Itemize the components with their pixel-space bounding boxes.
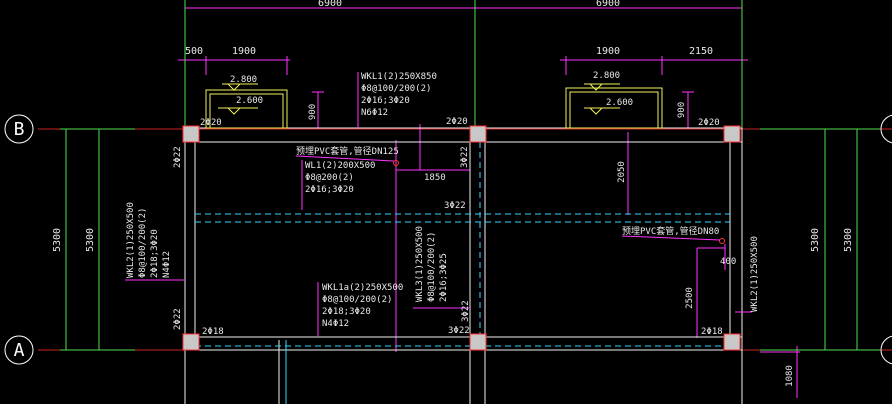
rebar-a-left: 2Φ18 bbox=[202, 327, 224, 337]
opening-right-bottom-elev: 2.600 bbox=[606, 98, 633, 108]
dim-left-outer: 5300 bbox=[52, 228, 63, 252]
beam-label-line: WKL1(2)250X850 bbox=[361, 72, 437, 82]
column-b2[interactable] bbox=[469, 125, 487, 143]
dim-left-a: 500 bbox=[185, 46, 203, 57]
hidden-beams bbox=[195, 142, 730, 347]
label-wkl2-right[interactable]: WKL2(1)250X500 bbox=[735, 236, 760, 313]
beam-label-line: WL1(2)200X500 bbox=[305, 161, 375, 171]
beam-label-line: WKL2(1)250X500 bbox=[750, 236, 760, 312]
dim-right-outer: 5300 bbox=[843, 228, 854, 252]
dim-right-b: 2150 bbox=[689, 46, 713, 57]
rebar-a-mid2: 3Φ22 bbox=[461, 300, 471, 322]
top-dimensions bbox=[178, 0, 800, 398]
opening-left[interactable] bbox=[205, 83, 288, 129]
label-wkl1-top[interactable]: WKL1(2)250X850 Φ8@100/200(2) 2Φ16;3Φ20 N… bbox=[357, 72, 437, 128]
column-a3[interactable] bbox=[723, 333, 741, 351]
opening-right[interactable] bbox=[565, 83, 663, 129]
rebar-left-col-top: 2Φ22 bbox=[173, 146, 183, 168]
dim-right-inner: 5300 bbox=[810, 228, 821, 252]
opening-left-top-elev: 2.800 bbox=[230, 75, 257, 85]
label-wkl1a[interactable]: WKL1a(2)250X500 Φ8@100/200(2) 2Φ18;3Φ20 … bbox=[317, 282, 403, 336]
beam-label-line: 2Φ18;3Φ20 bbox=[150, 229, 160, 278]
beam-label-line: WKL1a(2)250X500 bbox=[322, 283, 403, 293]
dim-span-left: 6900 bbox=[318, 0, 342, 9]
side-dimension-lines bbox=[60, 0, 880, 351]
axis-bubble-a[interactable]: A bbox=[4, 335, 34, 365]
beam-label-line: Φ8@100/200(2) bbox=[361, 84, 431, 94]
beam-label-line: 2Φ18;3Φ20 bbox=[322, 307, 371, 317]
rebar-left-col-bottom: 2Φ22 bbox=[173, 308, 183, 330]
label-wkl3[interactable]: WKL3(1)250X500 Φ8@100/200(2) 2Φ16;3Φ25 bbox=[413, 226, 470, 309]
beam-label-line: WKL2(1)250X500 bbox=[126, 202, 136, 278]
column-b1[interactable] bbox=[182, 125, 200, 143]
rebar-a-mid: 3Φ22 bbox=[448, 326, 470, 336]
dim-1080: 1080 bbox=[785, 365, 795, 387]
opening-right-top-elev: 2.800 bbox=[593, 71, 620, 81]
beam-label-line: Φ8@100/200(2) bbox=[322, 295, 392, 305]
rebar-b-right: 2Φ20 bbox=[698, 118, 720, 128]
column-a2[interactable] bbox=[469, 333, 487, 351]
rebar-mid-beam: 3Φ22 bbox=[444, 201, 466, 211]
opening-left-height: 900 bbox=[308, 104, 318, 120]
rebar-a-right: 2Φ18 bbox=[701, 327, 723, 337]
dim-2500: 2500 bbox=[685, 287, 695, 309]
dim-400: 400 bbox=[720, 257, 736, 267]
beam-label-line: Φ8@100/200(2) bbox=[427, 232, 437, 302]
rebar-b-mid: 2Φ20 bbox=[446, 117, 468, 127]
beam-label-line: N4Φ12 bbox=[162, 251, 172, 278]
dim-span-right: 6900 bbox=[596, 0, 620, 9]
beam-label-line: Φ8@200(2) bbox=[305, 173, 354, 183]
axis-bubble-b-right bbox=[880, 114, 892, 144]
pipe-note-right-text: 预埋PVC套管,管径DN80 bbox=[622, 225, 719, 237]
pipe-note-left-text: 预埋PVC套管,管径DN125 bbox=[296, 145, 399, 157]
label-wl1[interactable]: WL1(2)200X500 Φ8@200(2) 2Φ16;3Φ20 bbox=[301, 160, 375, 210]
beam-label-line: N4Φ12 bbox=[322, 319, 349, 329]
beam-label-line: Φ8@100/200(2) bbox=[138, 208, 148, 278]
label-wkl2-left[interactable]: WKL2(1)250X500 Φ8@100/200(2) 2Φ18;3Φ20 N… bbox=[125, 202, 185, 281]
beam-label-line: N6Φ12 bbox=[361, 108, 388, 118]
dim-1850: 1850 bbox=[424, 173, 446, 183]
pipe-note-right[interactable]: 预埋PVC套管,管径DN80 bbox=[621, 225, 725, 244]
axis-label-b: B bbox=[14, 119, 25, 140]
axis-label-a: A bbox=[14, 340, 25, 361]
opening-left-bottom-elev: 2.600 bbox=[236, 96, 263, 106]
beam-label-line: WKL3(1)250X500 bbox=[415, 226, 425, 302]
beam-label-line: 2Φ16;3Φ20 bbox=[305, 185, 354, 195]
columns[interactable] bbox=[182, 125, 741, 351]
beam-label-line: 2Φ16;3Φ25 bbox=[439, 253, 449, 302]
dim-2050: 2050 bbox=[617, 161, 627, 183]
dim-left-inner: 5300 bbox=[85, 228, 96, 252]
pipe-note-left[interactable]: 预埋PVC套管,管径DN125 bbox=[295, 145, 399, 166]
axis-bubble-a-right bbox=[880, 335, 892, 365]
column-b3[interactable] bbox=[723, 125, 741, 143]
opening-right-height: 900 bbox=[677, 102, 687, 118]
axis-bubble-b[interactable]: B bbox=[4, 114, 34, 144]
beam-label-line: 2Φ16;3Φ20 bbox=[361, 96, 410, 106]
rebar-b-mid-down: 3Φ22 bbox=[460, 146, 470, 168]
dim-left-b: 1900 bbox=[232, 46, 256, 57]
dim-right-a: 1900 bbox=[596, 46, 620, 57]
rebar-b-left: 2Φ20 bbox=[200, 118, 222, 128]
column-a1[interactable] bbox=[182, 333, 200, 351]
